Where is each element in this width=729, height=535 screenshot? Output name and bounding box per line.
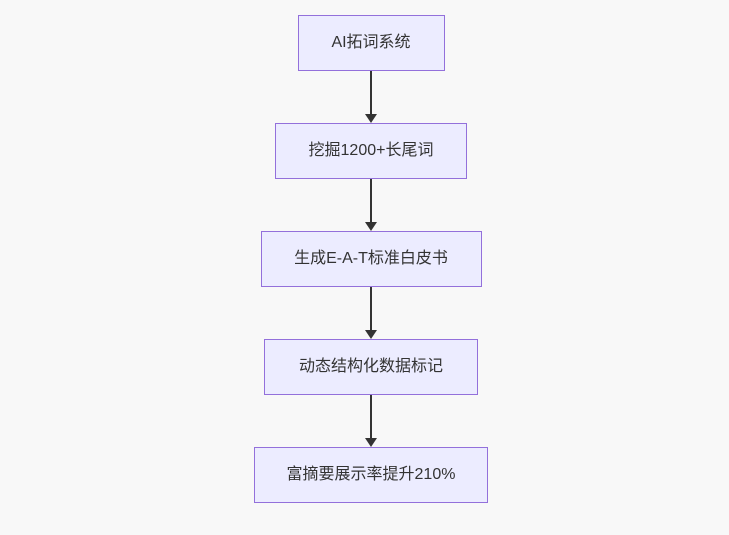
arrow-down-icon xyxy=(365,330,377,339)
flowchart-column: AI拓词系统 挖掘1200+长尾词 生成E-A-T标准白皮书 动态结构化数据标记 xyxy=(254,15,488,503)
arrow-down-icon xyxy=(365,114,377,123)
edge-arrow-c-d xyxy=(365,287,377,339)
flowchart-node-structured-data-markup: 动态结构化数据标记 xyxy=(264,339,478,395)
arrow-shaft xyxy=(370,395,372,438)
arrow-shaft xyxy=(370,71,372,114)
flowchart-node-rich-snippet-rate: 富摘要展示率提升210% xyxy=(254,447,488,503)
arrow-shaft xyxy=(370,287,372,330)
arrow-shaft xyxy=(370,179,372,222)
edge-arrow-a-b xyxy=(365,71,377,123)
node-label: 生成E-A-T标准白皮书 xyxy=(294,250,448,267)
flowchart-node-eat-whitepaper: 生成E-A-T标准白皮书 xyxy=(260,231,482,287)
flowchart-node-ai-keyword-system: AI拓词系统 xyxy=(297,15,445,71)
arrow-down-icon xyxy=(365,222,377,231)
node-label: 富摘要展示率提升210% xyxy=(286,466,456,483)
node-label: 挖掘1200+长尾词 xyxy=(308,142,434,159)
edge-arrow-b-c xyxy=(365,179,377,231)
flowchart-node-longtail-mining: 挖掘1200+长尾词 xyxy=(275,123,467,179)
edge-arrow-d-e xyxy=(365,395,377,447)
arrow-down-icon xyxy=(365,438,377,447)
node-label: 动态结构化数据标记 xyxy=(298,358,443,375)
node-label: AI拓词系统 xyxy=(331,34,411,51)
